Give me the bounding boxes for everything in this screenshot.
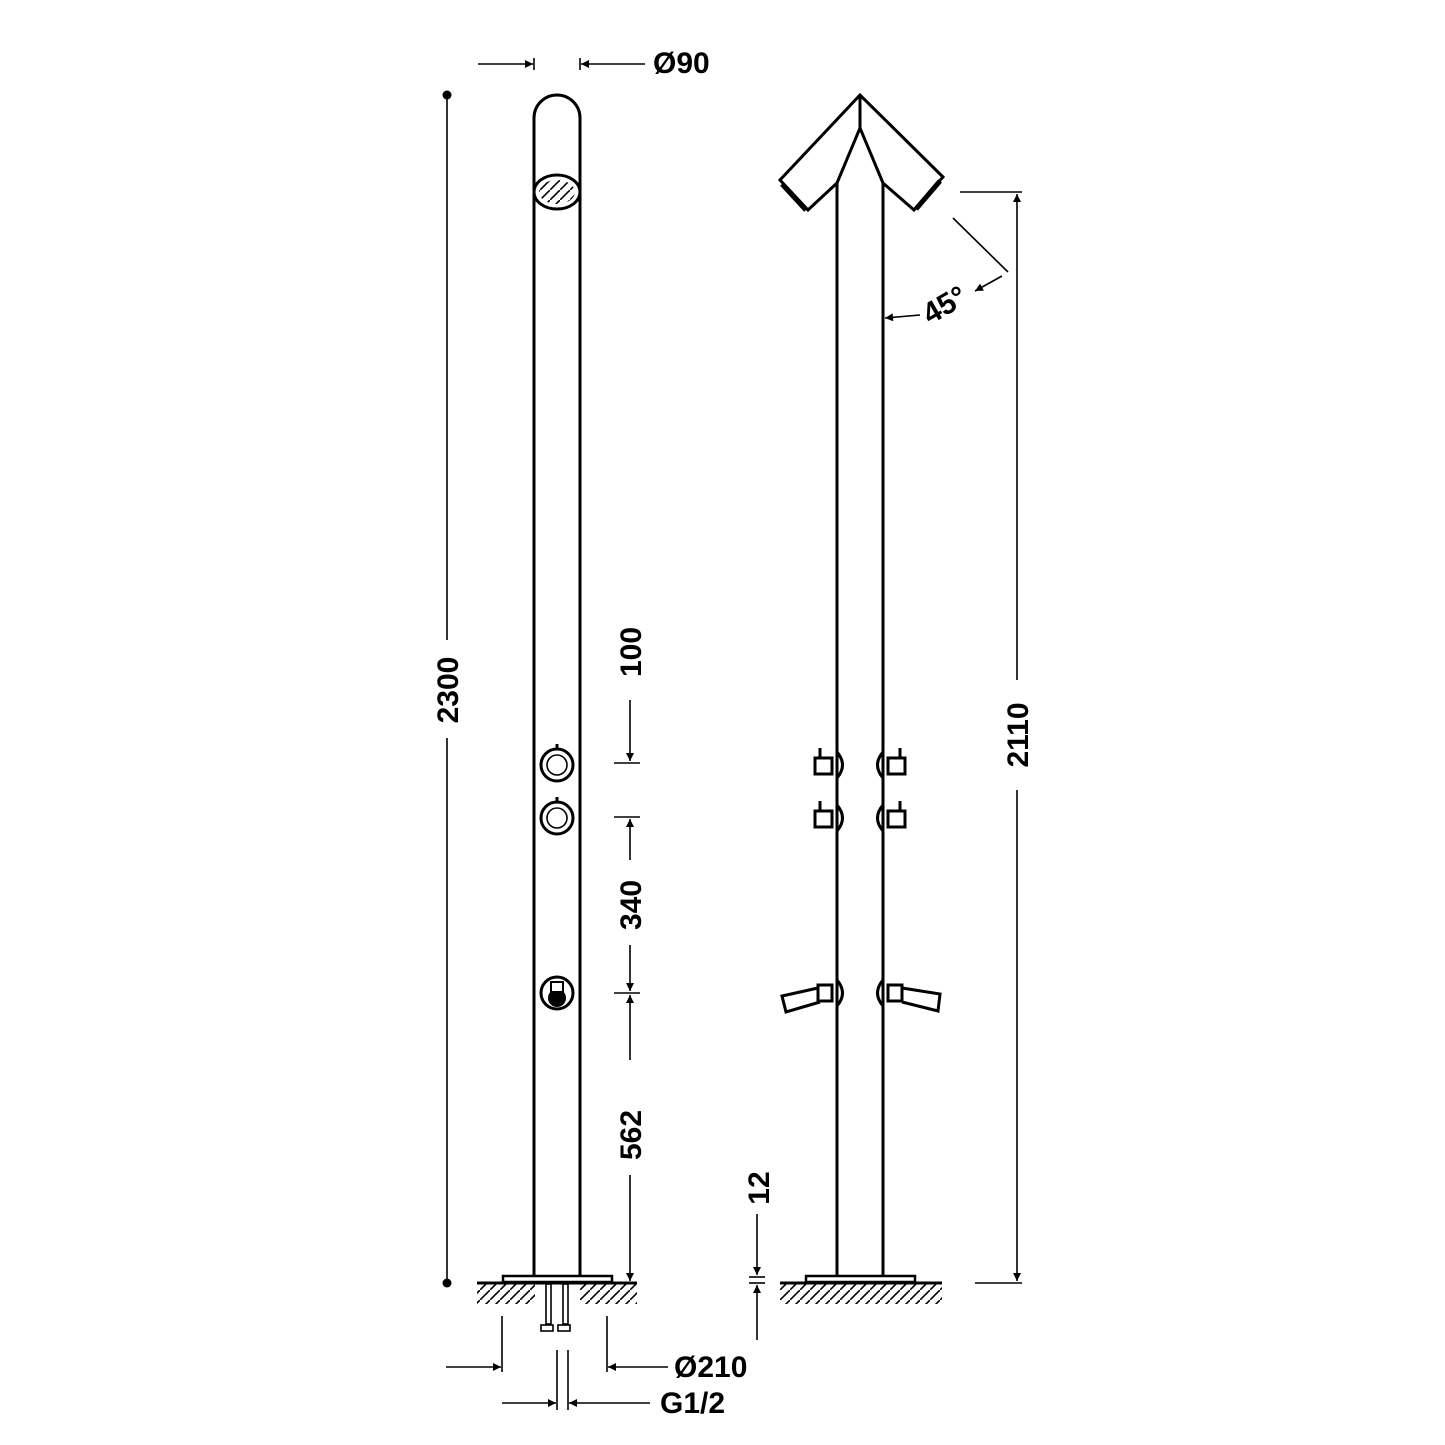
column-body [532, 93, 582, 1277]
supply-pipes [540, 1283, 571, 1332]
valve-knob-lower [539, 797, 575, 836]
dim-base-thickness: 12 [743, 1171, 776, 1340]
base-plate [501, 1274, 614, 1284]
side-base-plate [804, 1274, 917, 1284]
dim-total-height: 2300 [432, 90, 465, 1288]
dim-valve-spacing: 100 [614, 627, 648, 764]
dim-head-height: 2110 [960, 191, 1035, 1284]
dim-label-mixer-height: 562 [615, 1110, 648, 1160]
side-view: 2110 45° 12 [743, 92, 1035, 1340]
dim-label-valve-to-mixer: 340 [615, 880, 648, 930]
front-view: Ø90 2300 100 340 562 [432, 47, 747, 1420]
dim-label-valve-spacing: 100 [615, 627, 648, 677]
dim-connection-thread: G1/2 [502, 1350, 725, 1420]
ground-hatch [477, 1284, 535, 1304]
dim-label-base-diameter: Ø210 [674, 1351, 747, 1384]
dim-valve-to-mixer: 340 [614, 816, 648, 994]
side-valves [780, 748, 942, 1014]
dim-label-connection: G1/2 [660, 1387, 725, 1420]
valve-knob-upper [539, 744, 575, 783]
twin-shower-head [777, 92, 946, 1277]
dim-label-base-thickness: 12 [743, 1171, 776, 1204]
dim-base-diameter: Ø210 [446, 1316, 747, 1384]
dim-label-total-height: 2300 [432, 657, 465, 724]
hand-shower-outlet [539, 975, 575, 1011]
dim-label-head-angle: 45° [917, 280, 973, 331]
dim-diameter-90: Ø90 [478, 47, 710, 80]
dim-head-angle: 45° [884, 217, 1009, 331]
dim-label-head-height: 2110 [1002, 702, 1035, 767]
shower-head-nozzles [539, 180, 575, 204]
dim-mixer-height: 562 [615, 995, 648, 1281]
side-ground-hatch [780, 1284, 942, 1304]
dim-label-pipe-diameter: Ø90 [653, 47, 710, 80]
